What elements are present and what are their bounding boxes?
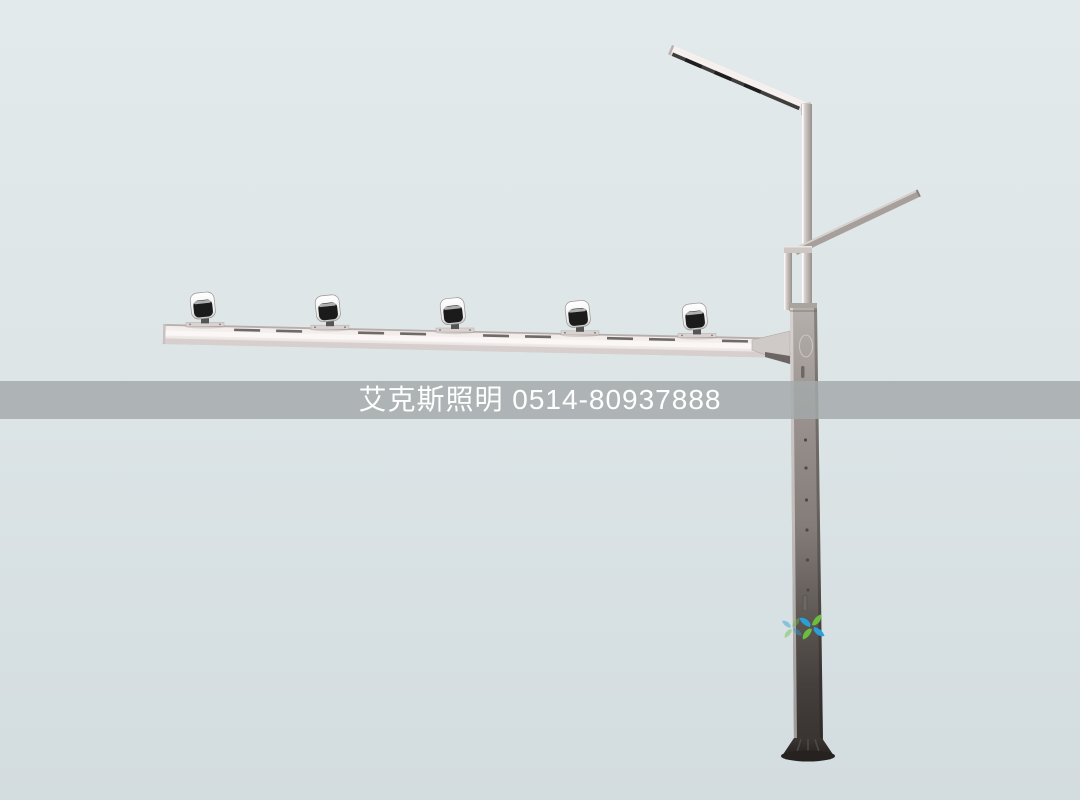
watermark-text: 艾克斯照明 0514-80937888	[358, 384, 722, 415]
traffic-camera-4	[560, 300, 600, 337]
camera-lens-icon	[443, 305, 463, 324]
lower-light-arm	[793, 189, 921, 255]
arm-cable-dashes	[234, 328, 779, 344]
traffic-camera-3	[435, 297, 475, 335]
rivet-holes	[803, 438, 810, 592]
pole-base	[781, 738, 835, 762]
brand-logo-icon-side	[781, 618, 803, 638]
handhole-cover	[799, 334, 813, 358]
camera-lens-icon	[193, 299, 213, 318]
camera-lens-icon	[685, 310, 705, 329]
lower-slot	[802, 594, 808, 612]
mast-frame	[784, 246, 817, 311]
traffic-camera-2	[310, 294, 350, 332]
traffic-camera-1	[185, 291, 225, 329]
arm-bracket	[751, 330, 791, 365]
brand-logo-icon	[799, 614, 825, 640]
upper-mast	[802, 104, 812, 310]
upper-light-arm	[668, 44, 811, 118]
watermark-band: 艾克斯照明 0514-80937888	[0, 381, 1080, 419]
led-strip-icon	[671, 52, 801, 111]
camera-lens-icon	[568, 307, 588, 326]
cable-slot	[801, 366, 805, 378]
traffic-camera-5	[677, 302, 717, 340]
main-pole	[781, 308, 825, 742]
camera-lens-icon	[318, 302, 338, 321]
